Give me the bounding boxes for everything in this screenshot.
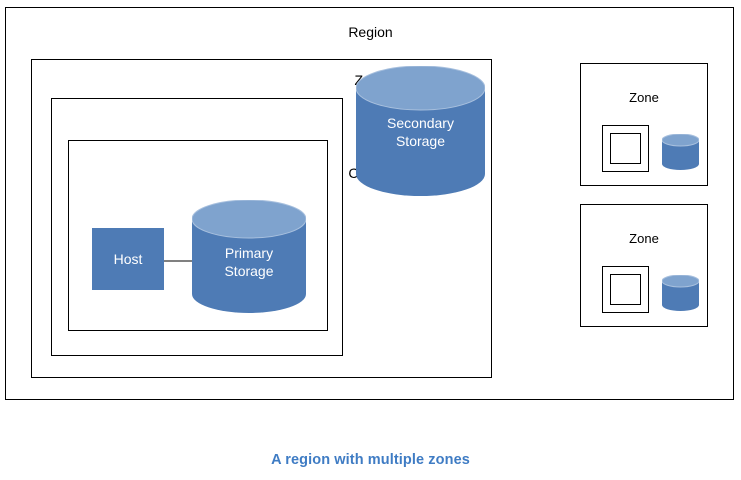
storage-cylinder-icon-2 <box>661 274 700 311</box>
zone-container-primary <box>31 59 492 378</box>
secondary-storage-cylinder-icon: Secondary Storage <box>356 66 485 196</box>
host-label: Host <box>113 251 143 267</box>
zone-label-secondary-2: Zone <box>629 231 659 246</box>
storage-cylinder-icon-1 <box>661 133 700 170</box>
cluster-container <box>68 140 328 331</box>
pod-glyph-2 <box>602 266 649 313</box>
region-container <box>5 7 734 400</box>
zone-container-secondary-1: Zone <box>580 63 708 186</box>
pod-glyph-1 <box>602 125 649 172</box>
host-node: Host <box>92 228 164 290</box>
zone-label-secondary-1: Zone <box>629 90 659 105</box>
cluster-glyph-1 <box>610 133 641 164</box>
cluster-glyph-2 <box>610 274 641 305</box>
diagram-caption: A region with multiple zones <box>271 452 470 468</box>
host-to-primary-storage-connector <box>164 260 194 262</box>
region-label: Region <box>348 24 393 40</box>
pod-container <box>51 98 343 356</box>
zone-container-secondary-2: Zone <box>580 204 708 327</box>
primary-storage-cylinder-icon: Primary Storage <box>192 200 306 313</box>
